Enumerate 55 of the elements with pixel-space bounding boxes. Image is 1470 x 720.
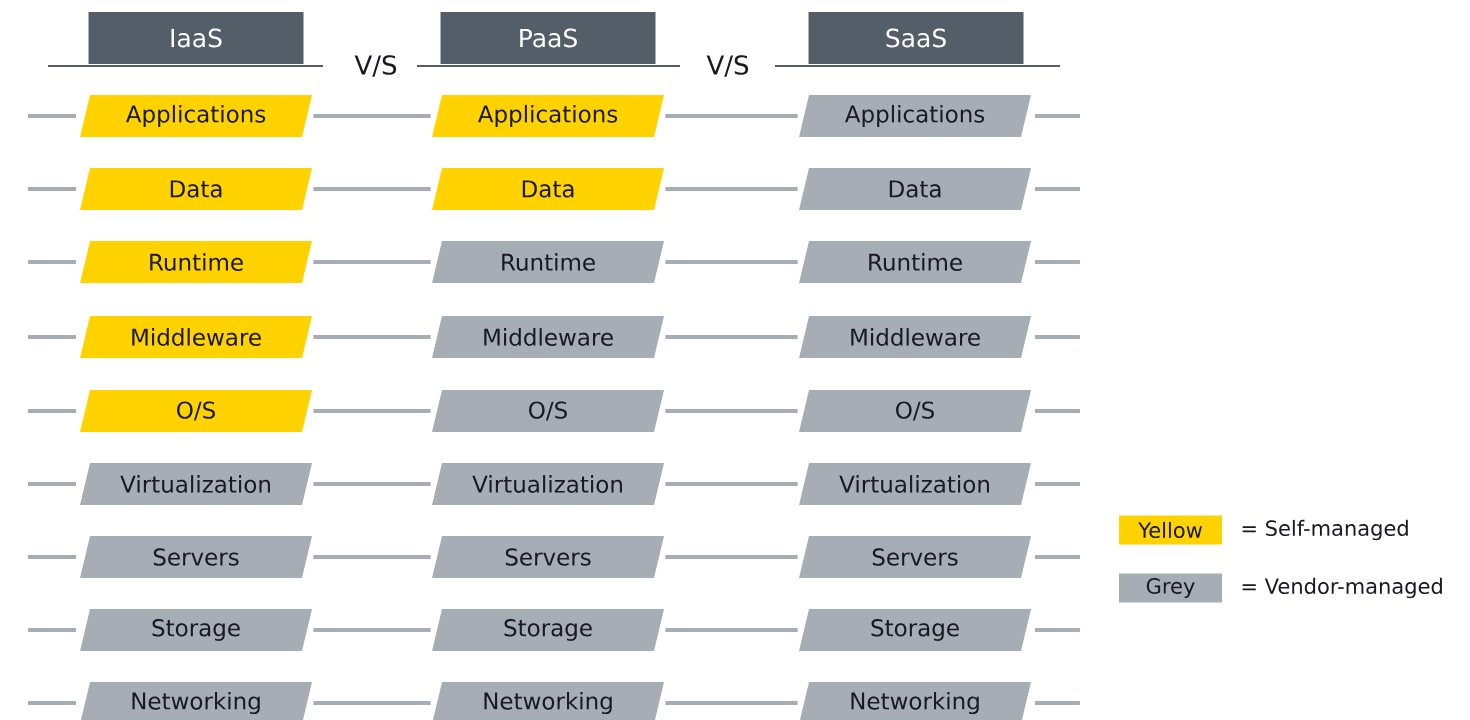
layer-box: Runtime	[432, 241, 664, 283]
connector-line	[313, 628, 431, 632]
layer-box: Middleware	[432, 316, 664, 358]
node-label: SaaS	[886, 28, 946, 48]
connector-line	[313, 335, 431, 339]
layer-box: Data	[432, 168, 664, 210]
layer-box: Applications	[799, 95, 1031, 137]
layer-box: O/S	[432, 390, 664, 432]
layer-box: Virtualization	[80, 463, 312, 505]
connector-line	[313, 482, 431, 486]
connector-line	[313, 114, 431, 118]
legend-text: = Vendor-managed	[1242, 577, 1442, 599]
layer-box: Servers	[80, 536, 312, 578]
header-box: SaaS	[808, 12, 1024, 64]
layer-box: Servers	[432, 536, 664, 578]
layer-box: Middleware	[80, 316, 312, 358]
connector-line	[665, 260, 798, 264]
layer-box: Storage	[80, 609, 312, 651]
connector-line	[313, 701, 431, 705]
node-label: PaaS	[520, 28, 577, 48]
connector-line	[665, 335, 798, 339]
layer-box: Storage	[799, 609, 1031, 651]
layer-box: Servers	[799, 536, 1031, 578]
layer-box: O/S	[80, 390, 312, 432]
layer-box: Virtualization	[799, 463, 1031, 505]
layer-box: Storage	[432, 609, 664, 651]
connector-line	[665, 482, 798, 486]
connector-line	[665, 114, 798, 118]
connector-line	[313, 187, 431, 191]
layer-box: Data	[80, 168, 312, 210]
connector-line	[313, 409, 431, 413]
layer-box: Virtualization	[432, 463, 664, 505]
layer-box: O/S	[799, 390, 1031, 432]
connector-line	[313, 260, 431, 264]
versus-label: V/S	[706, 55, 749, 77]
header-box: IaaS	[88, 12, 304, 64]
header-box: PaaS	[440, 12, 656, 64]
layer-box: Applications	[80, 95, 312, 137]
connector-line	[665, 409, 798, 413]
layer-box: Networking	[432, 682, 664, 720]
layer-box: Runtime	[80, 241, 312, 283]
connector-line	[665, 187, 798, 191]
legend-text: = Self-managed	[1242, 519, 1408, 541]
connector-line	[313, 555, 431, 559]
versus-label: V/S	[354, 55, 397, 77]
layer-box: Runtime	[799, 241, 1031, 283]
layer-box: Networking	[80, 682, 312, 720]
connector-line	[665, 628, 798, 632]
layer-box: Middleware	[799, 316, 1031, 358]
node-label: IaaS	[171, 28, 222, 48]
layer-box: Applications	[432, 95, 664, 137]
connector-line	[665, 555, 798, 559]
connector-line	[665, 701, 798, 705]
layer-box: Networking	[799, 682, 1031, 720]
layer-box: Data	[799, 168, 1031, 210]
